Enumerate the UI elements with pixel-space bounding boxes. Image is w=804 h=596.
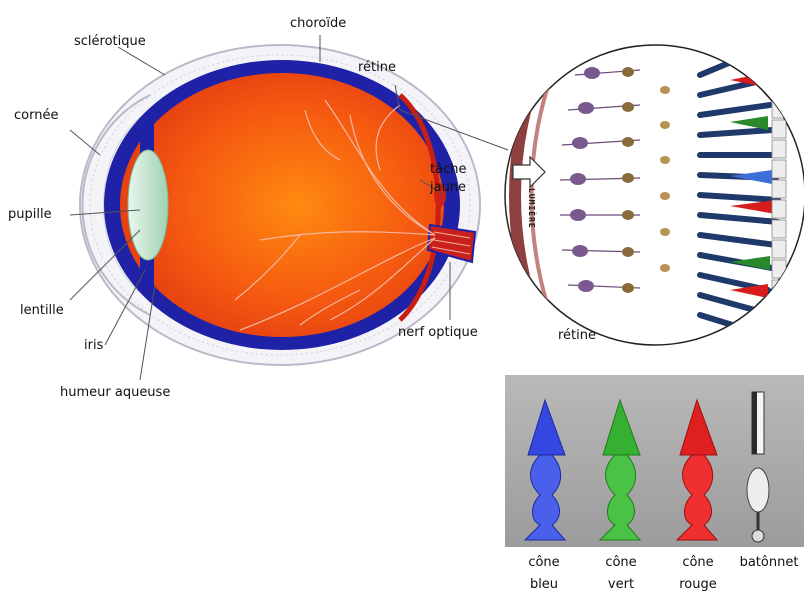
retina-zoom: [505, 20, 804, 345]
label-nerf-optique: nerf optique: [398, 325, 478, 340]
lens: [128, 150, 168, 260]
caption-batonnet-line1: batônnet: [734, 552, 804, 574]
caption-cone-bleu-line1: cône: [509, 552, 579, 574]
caption-batonnet: batônnet: [734, 552, 804, 574]
caption-cone-rouge-line1: cône: [663, 552, 733, 574]
label-lentille: lentille: [20, 303, 64, 318]
label-lumiere: LUMIÈRE: [527, 188, 536, 229]
label-cornee: cornée: [14, 108, 58, 123]
label-sclerotique: sclérotique: [74, 34, 146, 49]
caption-cone-rouge: cône rouge: [663, 552, 733, 596]
label-pupille: pupille: [8, 207, 52, 222]
label-retine-zoom: rétine: [558, 328, 596, 343]
label-tache-jaune-line1: tâche: [430, 162, 466, 177]
label-tache-jaune-line2: jaune: [430, 180, 466, 195]
label-humeur-aqueuse: humeur aqueuse: [60, 385, 170, 400]
caption-cone-vert-line1: cône: [586, 552, 656, 574]
photoreceptor-panel: [505, 375, 804, 547]
eye-cross-section: [80, 45, 480, 365]
caption-cone-vert-line2: vert: [586, 574, 656, 596]
caption-cone-bleu-line2: bleu: [509, 574, 579, 596]
label-iris: iris: [84, 338, 103, 353]
label-retine-eye: rétine: [358, 60, 396, 75]
caption-cone-vert: cône vert: [586, 552, 656, 596]
label-choroide: choroïde: [290, 16, 346, 31]
caption-cone-rouge-line2: rouge: [663, 574, 733, 596]
caption-cone-bleu: cône bleu: [509, 552, 579, 596]
